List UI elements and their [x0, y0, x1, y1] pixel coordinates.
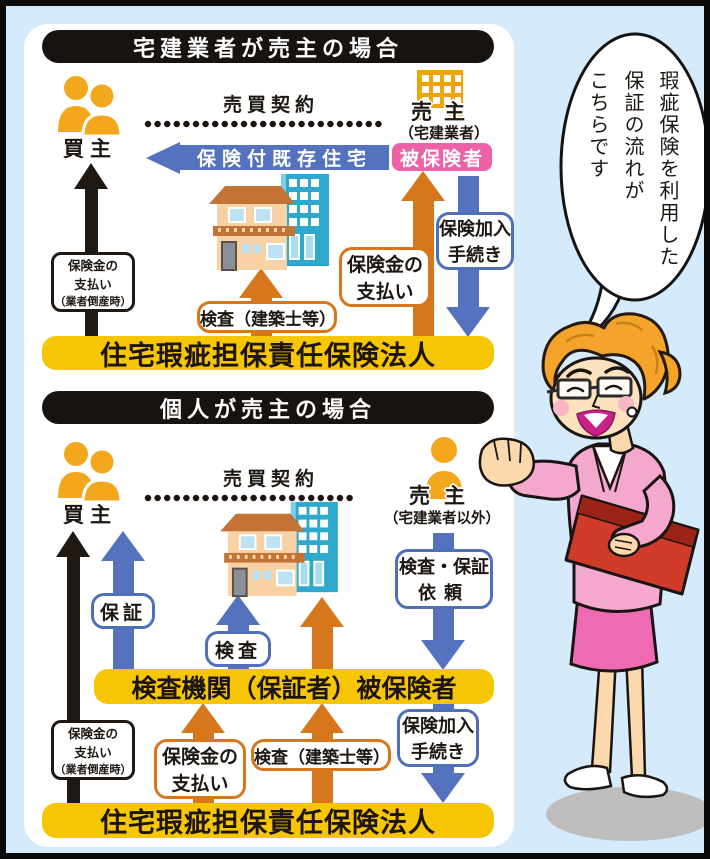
inspection-short-box: 検査 — [205, 631, 271, 667]
buyer-label-2: 買主 — [63, 504, 117, 527]
contract-label-2: 売買契約 — [222, 468, 319, 490]
insurer-bar-2: 住宅瑕疵担保責任保険法人 — [42, 803, 494, 838]
section2-title: 個人が売主の場合 — [159, 396, 376, 422]
arrow-head-left — [146, 141, 180, 174]
floor-shadow — [546, 787, 704, 841]
section1-title: 宅建業者が売主の場合 — [132, 35, 403, 61]
guarantee-box: 保証 — [91, 593, 155, 629]
enrollment-arrow-1 — [446, 176, 490, 337]
bankruptcy-payment-box-2: 保険金の 支払い （業者倒産時） — [51, 720, 135, 780]
buyer-label-1: 買主 — [63, 138, 117, 161]
contract-dotted-line-1 — [144, 120, 392, 128]
inspection-arrow-3 — [300, 597, 344, 672]
request-box: 検査・保証 依頼 — [395, 549, 493, 609]
seller-note-1: （宅建業者） — [398, 124, 489, 142]
bankruptcy-payment-box-1: 保険金の 支払い （業者倒産時） — [51, 252, 135, 312]
house-illustration-2 — [220, 501, 338, 598]
inspection-box-1: 検査（建築士等） — [197, 301, 337, 333]
seller-label-2: 売主 — [409, 485, 479, 508]
insured-house-arrow: 保険付既存住宅 — [146, 141, 389, 174]
buyer-icon-2 — [58, 442, 123, 502]
section1-title-bar: 宅建業者が売主の場合 — [42, 30, 494, 63]
speech-bubble-text: 瑕疵保険を利用した 保証の流れが こちらです — [586, 70, 678, 268]
enrollment-box-2: 保険加入 手続き — [397, 709, 479, 767]
buyer-icon-1 — [58, 76, 123, 136]
enrollment-box-1: 保険加入 手続き — [436, 212, 514, 270]
agency-bar: 検査機関（保証者）被保険者 — [94, 669, 494, 704]
seller-label-1: 売主 — [411, 101, 477, 124]
payment-box-2: 保険金の 支払い — [154, 739, 246, 799]
contract-dotted-line-2 — [144, 494, 358, 502]
seller-person-icon-2 — [425, 437, 463, 499]
seller-note-2: （宅建業者以外） — [384, 510, 500, 527]
payment-box-1: 保険金の 支払い — [339, 247, 431, 307]
inspection-box-2: 検査（建築士等） — [251, 739, 391, 771]
seller-building-icon-1 — [417, 70, 463, 121]
insured-badge-1: 被保険者 — [392, 143, 492, 171]
presenter-character — [478, 312, 704, 841]
house-illustration-1 — [209, 174, 329, 271]
contract-label-1: 売買契約 — [222, 94, 319, 116]
insured-house-arrow-label: 保険付既存住宅 — [196, 149, 372, 170]
insurer-bar-1: 住宅瑕疵担保責任保険法人 — [42, 336, 494, 371]
section2-title-bar: 個人が売主の場合 — [42, 391, 494, 424]
